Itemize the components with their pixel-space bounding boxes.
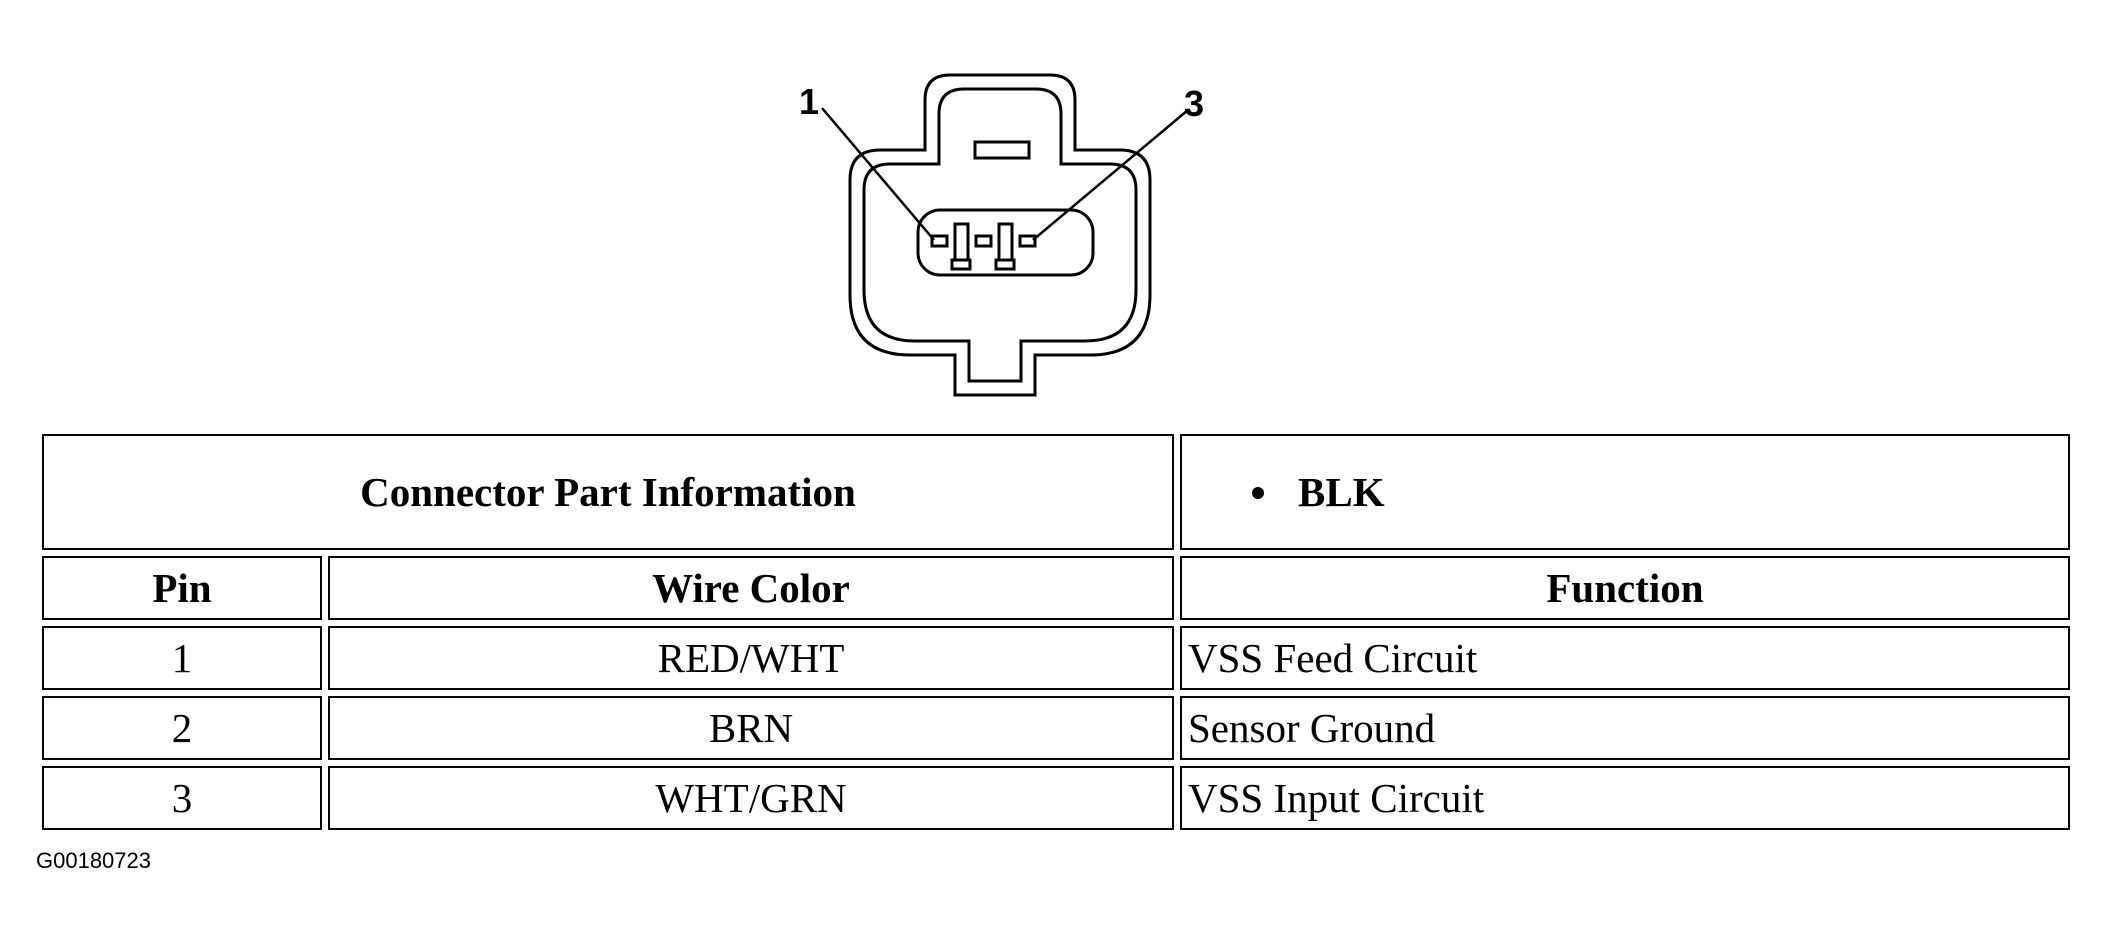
lock-tab-a bbox=[950, 258, 972, 271]
callout-3-label: 3 bbox=[1184, 83, 1204, 124]
lock-tab-b bbox=[994, 258, 1016, 271]
connector-info-row: Connector Part Information BLK bbox=[42, 434, 2070, 550]
connector-color-cell: BLK bbox=[1180, 434, 2070, 550]
bullet-icon bbox=[1252, 486, 1264, 499]
pin-blade-a bbox=[953, 222, 970, 262]
pin-2-terminal bbox=[974, 234, 993, 248]
callout-1-leader bbox=[821, 107, 935, 241]
connector-diagram: 1 3 bbox=[799, 73, 1204, 397]
header-wire-color: Wire Color bbox=[328, 556, 1174, 620]
table-header-row: Pin Wire Color Function bbox=[42, 556, 2070, 620]
figure-id: G00180723 bbox=[36, 848, 151, 873]
pin-function: VSS Feed Circuit bbox=[1180, 626, 2070, 690]
wire-color: RED/WHT bbox=[328, 626, 1174, 690]
pin-number: 3 bbox=[42, 766, 322, 830]
pin-number: 1 bbox=[42, 626, 322, 690]
wire-color: BRN bbox=[328, 696, 1174, 760]
pin-1-terminal bbox=[930, 234, 949, 248]
pin-function: VSS Input Circuit bbox=[1180, 766, 2070, 830]
table-row: 3 WHT/GRN VSS Input Circuit bbox=[42, 766, 2070, 830]
pin-3-terminal bbox=[1018, 234, 1037, 248]
wire-color: WHT/GRN bbox=[328, 766, 1174, 830]
pin-number: 2 bbox=[42, 696, 322, 760]
header-function: Function bbox=[1180, 556, 2070, 620]
connector-housing-outer bbox=[848, 73, 1152, 397]
callout-3-leader bbox=[1032, 109, 1189, 241]
connector-pin-table: Connector Part Information BLK Pin Wire … bbox=[36, 428, 2076, 836]
callout-1-label: 1 bbox=[799, 81, 819, 122]
connector-part-info-label: Connector Part Information bbox=[42, 434, 1174, 550]
terminal-cavity bbox=[916, 208, 1095, 277]
latch-slot bbox=[973, 140, 1031, 160]
table-row: 1 RED/WHT VSS Feed Circuit bbox=[42, 626, 2070, 690]
table-row: 2 BRN Sensor Ground bbox=[42, 696, 2070, 760]
header-pin: Pin bbox=[42, 556, 322, 620]
pin-blade-b bbox=[997, 222, 1014, 262]
connector-color-value: BLK bbox=[1298, 469, 1385, 515]
pin-function: Sensor Ground bbox=[1180, 696, 2070, 760]
